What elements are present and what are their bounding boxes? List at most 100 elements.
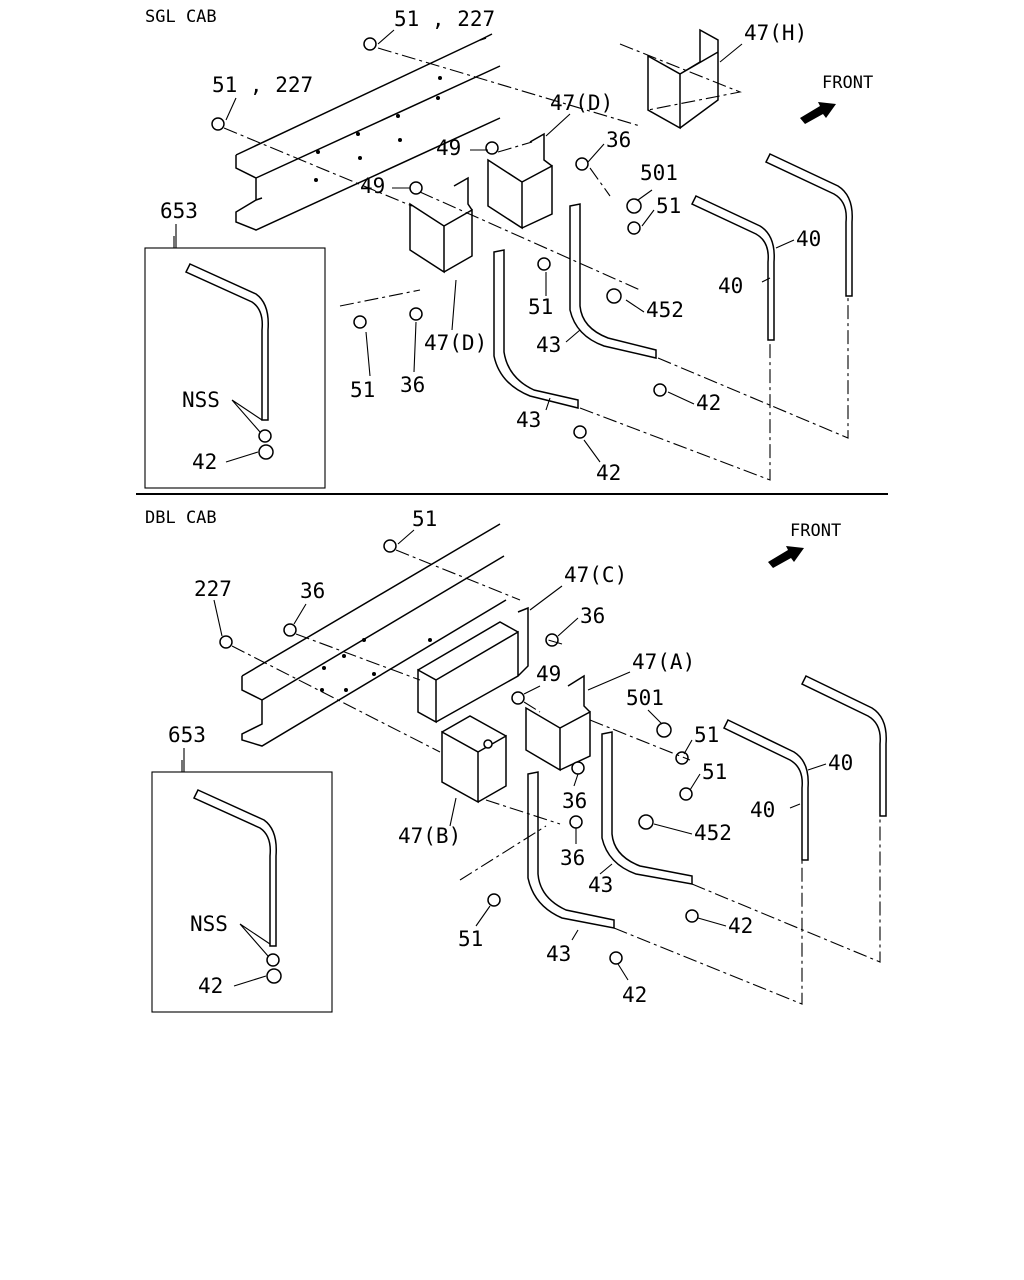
bolt-icon — [211, 117, 225, 131]
nut-icon — [266, 968, 282, 984]
callout-51-b: 51 — [528, 295, 553, 319]
front-arrow-icon — [768, 546, 804, 568]
inset-stay-icon — [192, 789, 277, 947]
frame-rail-outline — [241, 523, 507, 747]
nut-icon — [685, 909, 699, 923]
frame-rail-holes — [314, 76, 442, 182]
callout-42-inset: 42 — [198, 974, 223, 998]
nut-icon — [569, 815, 583, 829]
section-sgl-cab: SGL CAB FRONT — [144, 7, 873, 489]
callout-42-a: 42 — [728, 914, 753, 938]
bolt-icon — [353, 315, 367, 329]
callout-51-c: 51 — [458, 927, 483, 951]
fasteners-sgl — [211, 37, 667, 439]
bushing-icon — [656, 722, 672, 738]
callout-40-a: 40 — [828, 751, 853, 775]
callout-653: 653 — [168, 723, 206, 747]
callout-51-a: 51 — [694, 723, 719, 747]
stay-43-b — [601, 731, 693, 885]
nut-icon — [258, 444, 274, 460]
frame-rail-holes — [320, 638, 432, 692]
callout-51-a: 51 — [656, 194, 681, 218]
section-dbl-cab: DBL CAB FRONT — [145, 507, 887, 1013]
mudguard-stay-40-a — [690, 195, 775, 341]
nut-icon — [409, 307, 423, 321]
inset-box-653-dbl — [151, 760, 333, 1013]
front-arrow-sgl: FRONT — [800, 73, 873, 124]
frame-rail-sgl — [235, 33, 501, 231]
stay-43-b — [569, 203, 657, 359]
pin-icon — [638, 814, 654, 830]
leader-lines-sgl — [175, 29, 795, 463]
bolt-icon — [383, 539, 397, 553]
callout-49: 49 — [536, 662, 561, 686]
callout-40-b: 40 — [750, 798, 775, 822]
bracket-47h — [647, 28, 719, 130]
callout-42-a: 42 — [696, 391, 721, 415]
callout-42-inset: 42 — [192, 450, 217, 474]
bracket-47d-upper — [487, 132, 553, 230]
bolt-icon — [537, 257, 551, 271]
nut-icon — [511, 691, 525, 705]
washer-icon — [258, 429, 272, 443]
callout-43-b: 43 — [546, 942, 571, 966]
callout-452: 452 — [694, 821, 732, 845]
callout-40-a: 40 — [796, 227, 821, 251]
frame-rail-outline — [235, 37, 501, 231]
callout-42-b: 42 — [622, 983, 647, 1007]
fasteners-dbl — [219, 539, 699, 965]
callout-51-227-left: 51 , 227 — [212, 73, 313, 97]
nut-icon — [575, 157, 589, 171]
bolt-icon — [219, 635, 233, 649]
leader-lines-dbl — [183, 529, 827, 981]
nut-icon — [573, 425, 587, 439]
callout-43-b: 43 — [516, 408, 541, 432]
section-header-sgl: SGL CAB — [145, 7, 217, 27]
front-arrow-dbl: FRONT — [768, 521, 841, 568]
front-label-sgl: FRONT — [822, 73, 873, 93]
callout-51-c: 51 — [350, 378, 375, 402]
stay-43-a — [493, 249, 579, 409]
callout-nss: NSS — [190, 912, 228, 936]
callout-36-d: 36 — [560, 846, 585, 870]
callout-nss: NSS — [182, 388, 220, 412]
bracket-47d-lower — [409, 176, 473, 274]
callouts-sgl: 51 , 227 51 , 227 47(H) 47(D) 49 36 49 5… — [160, 7, 821, 485]
callout-501: 501 — [640, 161, 678, 185]
callout-452: 452 — [646, 298, 684, 322]
callout-43-a: 43 — [588, 873, 613, 897]
callout-51-top: 51 — [412, 507, 437, 531]
mudguard-stay-40-b — [800, 675, 887, 817]
nut-icon — [609, 951, 623, 965]
mudguard-stay-40-a — [722, 719, 809, 861]
callouts-dbl: 51 227 36 47(C) 36 47(A) 49 501 653 51 5… — [168, 507, 853, 1007]
assembly-lines-dbl — [231, 549, 881, 1005]
inset-box-653-sgl — [144, 236, 326, 489]
bracket-47a — [525, 674, 591, 772]
callout-51-b: 51 — [702, 760, 727, 784]
callout-47d-bot: 47(D) — [424, 331, 487, 355]
front-label-dbl: FRONT — [790, 521, 841, 541]
callout-51-227-top: 51 , 227 — [394, 7, 495, 31]
callout-40-b: 40 — [718, 274, 743, 298]
callout-36-a: 36 — [606, 128, 631, 152]
callout-42-b: 42 — [596, 461, 621, 485]
callout-47h: 47(H) — [744, 21, 807, 45]
callout-36-a: 36 — [300, 579, 325, 603]
bracket-47b — [441, 715, 507, 804]
callout-47c: 47(C) — [564, 563, 627, 587]
bushing-icon — [626, 198, 642, 214]
mudguard-stay-40-b — [764, 153, 853, 297]
bracket-47c — [417, 606, 529, 724]
callout-653: 653 — [160, 199, 198, 223]
bolt-icon — [679, 787, 693, 801]
front-arrow-icon — [800, 102, 836, 124]
frame-rail-edge — [255, 33, 493, 201]
nut-icon — [485, 141, 499, 155]
nut-icon — [283, 623, 297, 637]
assembly-lines-sgl — [223, 43, 849, 481]
bolt-icon — [487, 893, 501, 907]
callout-49-a: 49 — [436, 136, 461, 160]
stay-43-a — [527, 771, 615, 929]
